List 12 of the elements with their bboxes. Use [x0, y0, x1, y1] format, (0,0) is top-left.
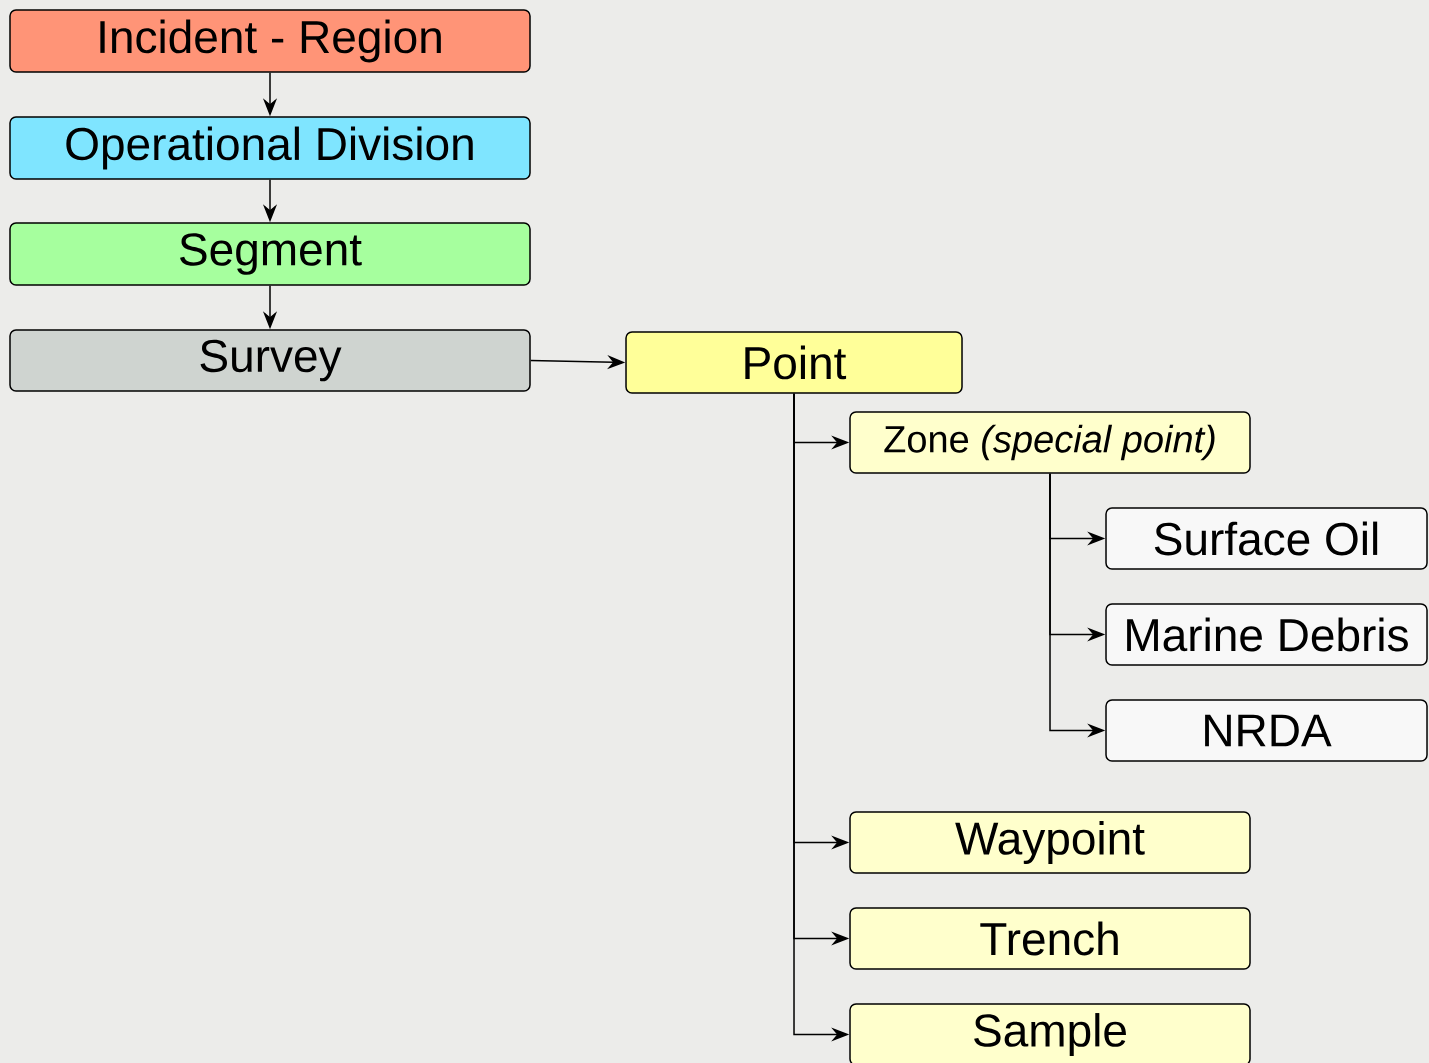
box: Trench [849, 907, 1251, 970]
box: Waypoint [849, 811, 1251, 874]
box: Survey [9, 329, 531, 392]
box: Surface Oil [1105, 507, 1428, 570]
box: Incident - Region [9, 9, 531, 73]
box: Segment [9, 222, 531, 286]
box: NRDA [1105, 699, 1428, 762]
box: Marine Debris [1105, 603, 1428, 666]
box: Zone (special point) [849, 411, 1251, 474]
box: Sample [849, 1003, 1251, 1063]
box: Point [625, 331, 963, 394]
box: Operational Division [9, 116, 531, 180]
